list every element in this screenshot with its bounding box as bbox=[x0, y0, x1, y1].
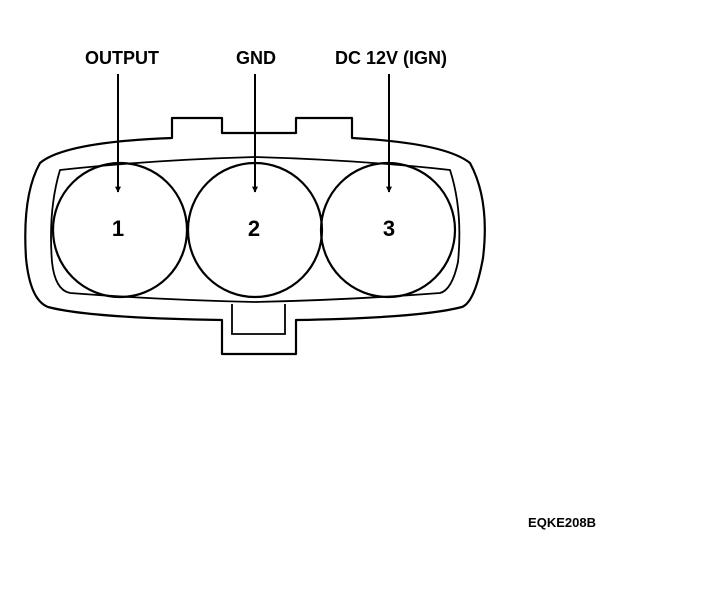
pin-2: 2 GND bbox=[186, 48, 324, 299]
connector-housing-outer bbox=[24, 116, 486, 356]
pin-3-label: DC 12V (IGN) bbox=[335, 48, 447, 68]
connector-housing-inner bbox=[50, 156, 461, 303]
pin-2-label: GND bbox=[236, 48, 276, 68]
pin-1-label: OUTPUT bbox=[85, 48, 159, 68]
pin-3: 3 DC 12V (IGN) bbox=[319, 48, 457, 299]
pin-1-number: 1 bbox=[112, 216, 124, 241]
pin-3-number: 3 bbox=[383, 216, 395, 241]
connector-bottom-tab-slot bbox=[231, 304, 286, 335]
pin-1: 1 OUTPUT bbox=[51, 48, 189, 299]
pin-2-number: 2 bbox=[248, 216, 260, 241]
figure-code: EQKE208B bbox=[528, 515, 596, 530]
